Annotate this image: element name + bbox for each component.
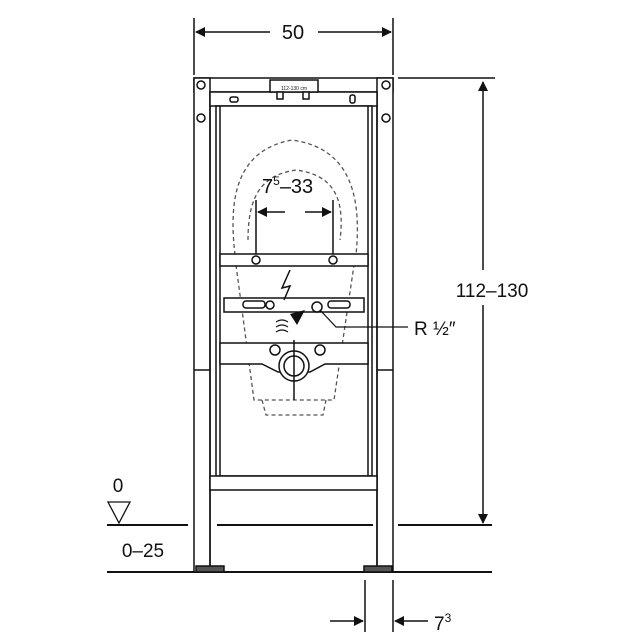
floor-lines xyxy=(107,524,492,573)
foot-offset-dimension xyxy=(330,580,428,632)
crossbars xyxy=(219,253,369,400)
bowl-spacing-dimension xyxy=(255,200,334,258)
floor-level-triangle-icon xyxy=(106,501,132,525)
electric-icon xyxy=(280,269,292,301)
connection-leader xyxy=(319,309,408,328)
width-dimension xyxy=(193,18,394,75)
water-waves-icon xyxy=(275,319,289,333)
width-label: 50 xyxy=(282,22,304,44)
bolts xyxy=(196,80,391,123)
water-arrow-icon xyxy=(290,310,305,325)
frame xyxy=(193,77,394,573)
connection-label: R ½″ xyxy=(414,319,456,340)
plate-label: 112-130 cm xyxy=(281,86,307,92)
height-dimension xyxy=(398,77,495,524)
bowl-spacing-label: 75–33 xyxy=(262,174,313,198)
height-label: 112–130 xyxy=(456,281,529,302)
foot-offset-label: 73 xyxy=(434,611,452,635)
floor-range-label: 0–25 xyxy=(122,541,164,562)
floor-level-label: 0 xyxy=(113,476,124,497)
